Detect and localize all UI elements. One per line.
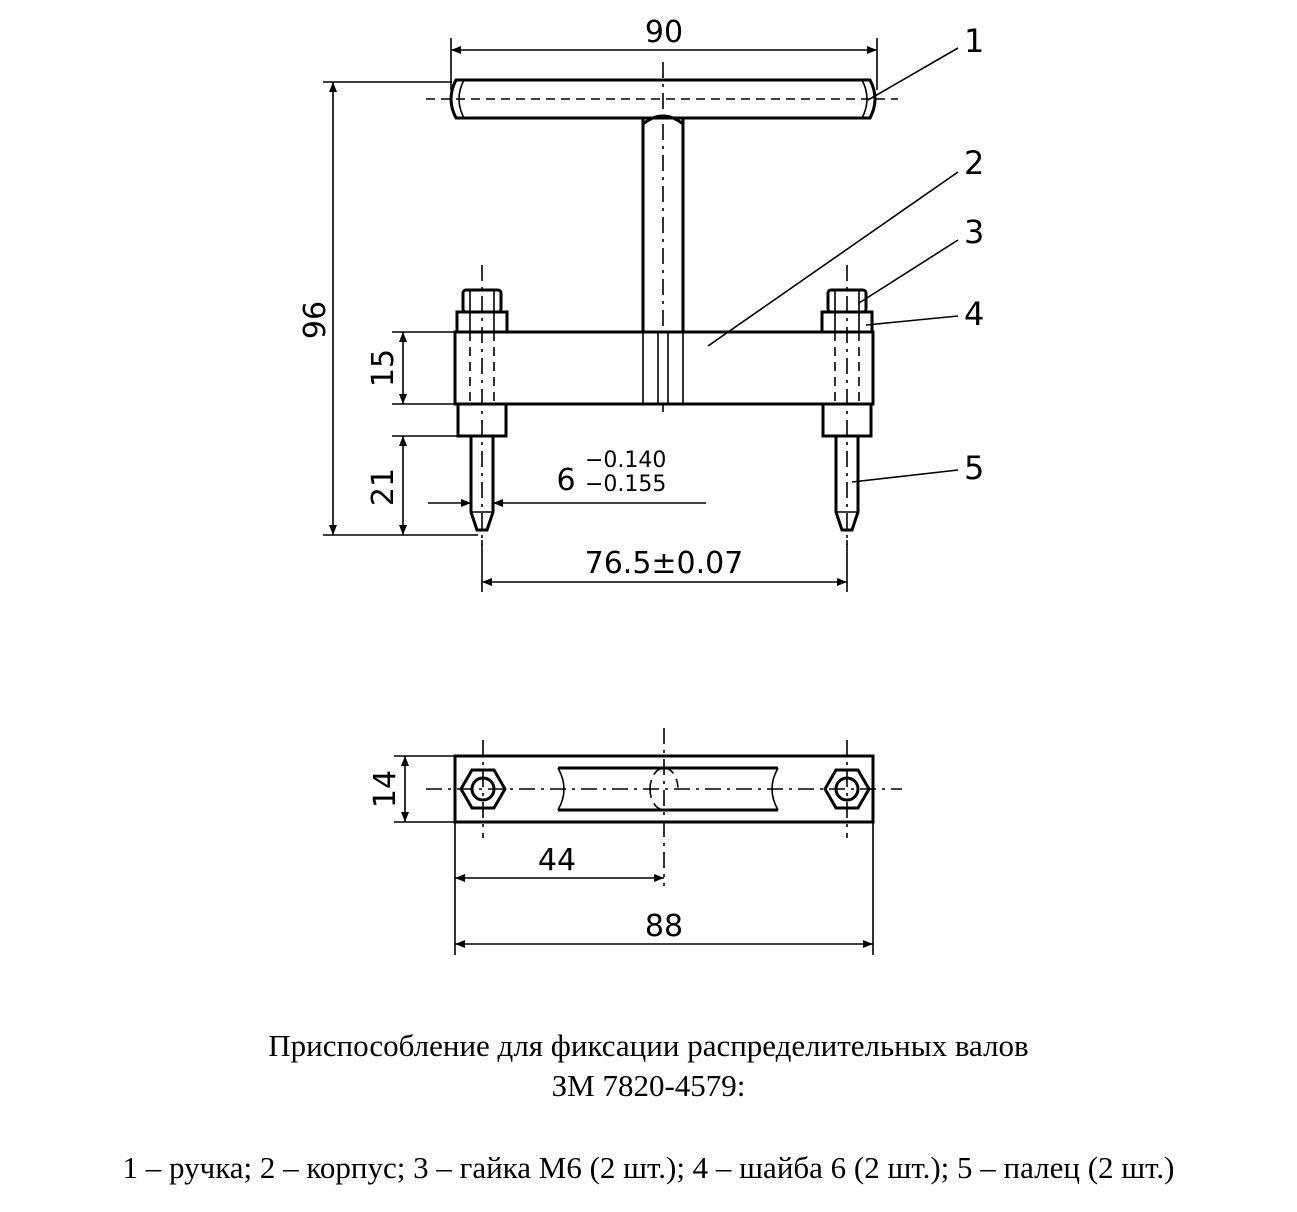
dim-body-width: 14 <box>368 755 456 823</box>
dim-6-label: 6 <box>556 463 575 498</box>
left-pin-assembly <box>455 265 509 545</box>
dim-6-tol-lower: −0.155 <box>585 472 666 497</box>
leader-5-label: 5 <box>964 449 984 487</box>
dim-half-length: 44 <box>454 822 664 955</box>
caption-legend: 1 – ручка; 2 – корпус; 3 – гайка М6 (2 ш… <box>122 1150 1175 1185</box>
body-part <box>453 330 875 406</box>
dim-14-label: 14 <box>368 770 403 808</box>
dim-handle-length: 90 <box>450 15 878 90</box>
dim-88-label: 88 <box>645 909 683 944</box>
dim-pin-length: 21 <box>366 435 460 535</box>
dim-96-label: 96 <box>298 301 333 339</box>
dim-pin-diameter: 6 −0.140 −0.155 <box>428 448 706 507</box>
dim-overall-height: 96 <box>298 81 478 536</box>
right-pin-assembly <box>820 265 874 545</box>
leader-3-label: 3 <box>964 213 984 251</box>
dim-body-height: 15 <box>366 331 456 405</box>
dim-15-label: 15 <box>366 349 401 387</box>
dim-90-label: 90 <box>645 15 683 50</box>
technical-drawing: 90 96 15 21 6 −0.140 −0 <box>298 15 984 955</box>
leader-2-label: 2 <box>964 144 984 182</box>
caption-title: Приспособление для фиксации распределите… <box>268 1028 1029 1063</box>
dim-76-5-label: 76.5±0.07 <box>585 546 744 581</box>
leaders: 1 2 3 4 5 <box>707 22 984 487</box>
top-view: 14 44 88 <box>368 728 902 955</box>
dim-6-tol-upper: −0.140 <box>585 448 666 473</box>
dim-44-label: 44 <box>538 843 576 878</box>
dim-pin-spacing: 76.5±0.07 <box>481 540 848 592</box>
front-view: 90 96 15 21 6 −0.140 −0 <box>298 15 984 592</box>
dim-21-label: 21 <box>366 468 401 506</box>
leader-1-label: 1 <box>964 22 984 60</box>
caption-code: ЗМ 7820-4579: <box>551 1068 746 1103</box>
leader-4-label: 4 <box>964 295 984 333</box>
dim-body-length: 88 <box>455 822 874 955</box>
